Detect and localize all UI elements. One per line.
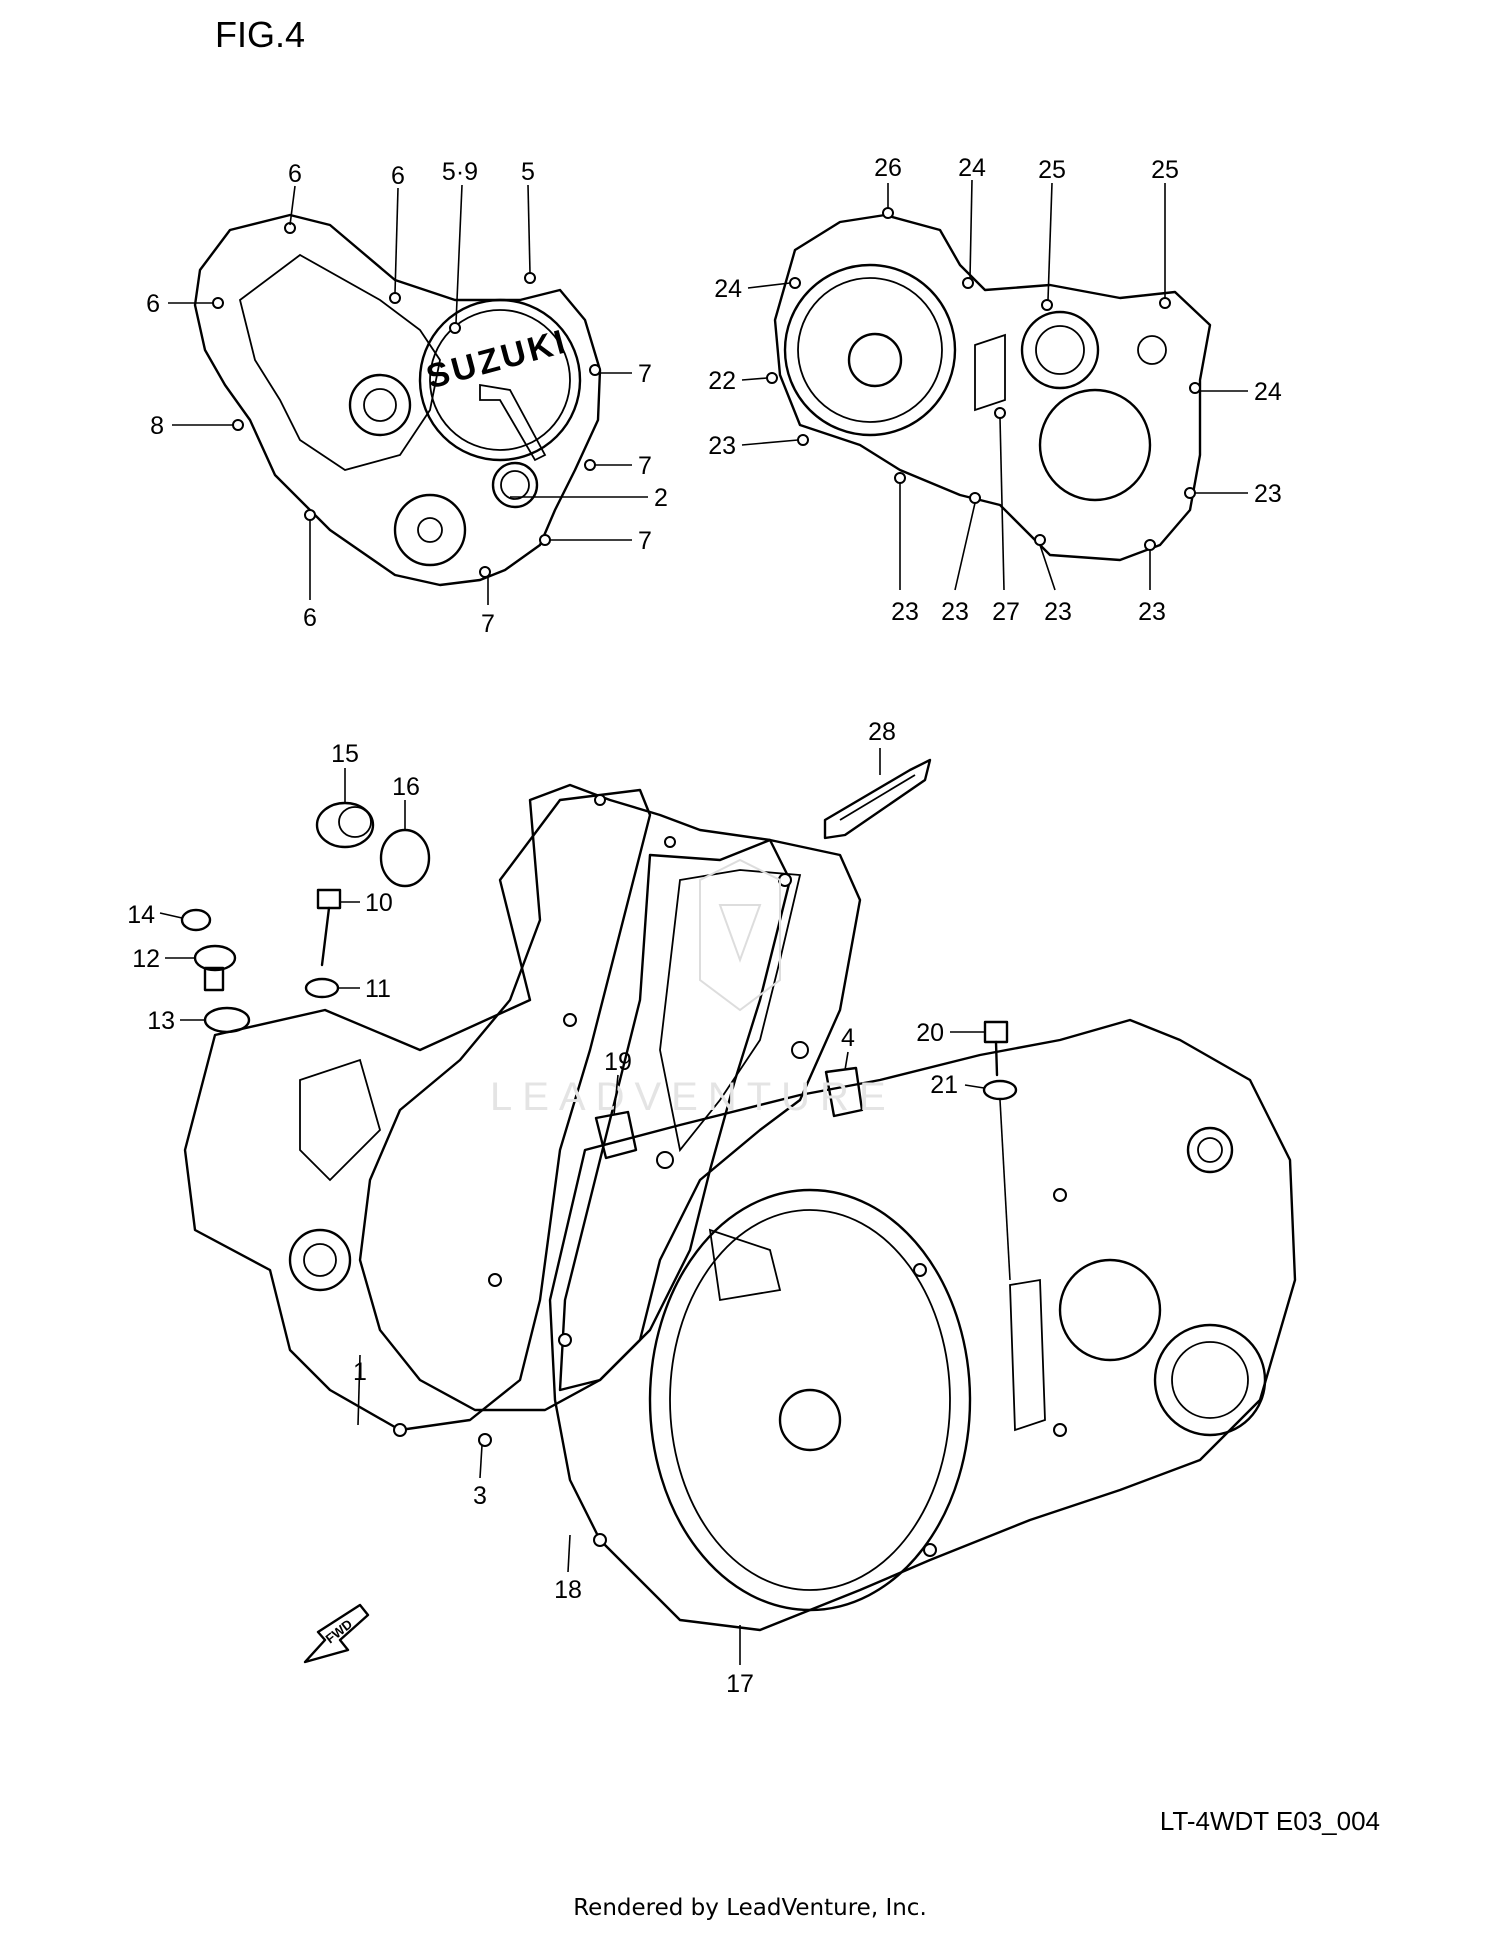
- washer-13: [203, 1006, 251, 1034]
- small-parts: FWD: [180, 758, 1018, 1664]
- callout: 16: [392, 773, 420, 801]
- callout: 1: [353, 1358, 367, 1386]
- washer-11: [304, 977, 340, 999]
- callout: 5: [521, 158, 535, 186]
- callout: 6: [146, 290, 160, 318]
- callout: 20: [916, 1019, 944, 1047]
- callout-labels: 6 6 5·9 5 6 7 8 7 2 7 6 7 26 24 25 25 24…: [127, 154, 1282, 1698]
- svg-text:LEADVENTURE: LEADVENTURE: [490, 1075, 896, 1119]
- right-crankcase-cover: [766, 207, 1212, 562]
- callout: 6: [391, 162, 405, 190]
- o-ring-16: [379, 828, 431, 888]
- callout: 27: [992, 598, 1020, 626]
- fwd-arrow: FWD: [303, 1603, 370, 1664]
- callout: 26: [874, 154, 902, 182]
- callout: 8: [150, 412, 164, 440]
- watermark: LEADVENTURE: [490, 858, 896, 1119]
- callout: 22: [708, 367, 736, 395]
- callout: 14: [127, 901, 155, 929]
- leader-lines: [159, 179, 1248, 1665]
- callout: 11: [365, 975, 391, 1003]
- callout: 23: [1138, 598, 1166, 626]
- callout: 28: [868, 718, 896, 746]
- callout: 4: [841, 1024, 855, 1052]
- callout: 23: [1254, 480, 1282, 508]
- dowel-4: [824, 1066, 864, 1118]
- callout: 24: [714, 275, 742, 303]
- callout: 7: [638, 452, 652, 480]
- callout: 23: [1044, 598, 1072, 626]
- bolt-20: [983, 1020, 1009, 1044]
- callout: 25: [1151, 156, 1179, 184]
- crankcase-assembly: [183, 783, 1297, 1632]
- callout: 3: [473, 1482, 487, 1510]
- callout: 7: [638, 527, 652, 555]
- callout: 25: [1038, 156, 1066, 184]
- callout: 17: [726, 1670, 754, 1698]
- crankcase-left-half: [183, 788, 652, 1432]
- drain-plug-12: [193, 944, 237, 972]
- callout: 6: [303, 604, 317, 632]
- callout: 10: [365, 889, 393, 917]
- callout: 19: [604, 1048, 632, 1076]
- callout: 7: [481, 610, 495, 638]
- plate-28: [823, 758, 932, 840]
- callout: 12: [132, 945, 160, 973]
- callout: 23: [708, 432, 736, 460]
- callout: 24: [1254, 378, 1282, 406]
- callout: 2: [654, 484, 668, 512]
- callout: 24: [958, 154, 986, 182]
- callout: 23: [941, 598, 969, 626]
- bolt-10: [316, 888, 342, 910]
- cap-14: [180, 908, 212, 932]
- callout: 5·9: [442, 158, 478, 186]
- footer-credit: Rendered by LeadVenture, Inc.: [573, 1895, 927, 1921]
- figure-label: FIG.4: [215, 14, 306, 55]
- callout: 13: [147, 1007, 175, 1035]
- washer-21: [982, 1079, 1018, 1101]
- center-gasket: [558, 838, 862, 1392]
- callout: 18: [554, 1576, 582, 1604]
- left-crankcase-cover: SUZUKI: [193, 213, 602, 587]
- callout: 21: [930, 1071, 958, 1099]
- cover-logo: SUZUKI: [422, 322, 571, 396]
- callout: 7: [638, 360, 652, 388]
- callout: 6: [288, 160, 302, 188]
- dowel-19: [594, 1110, 638, 1160]
- callout: 15: [331, 740, 359, 768]
- callout: 23: [891, 598, 919, 626]
- crankcase-right-half: [548, 1018, 1297, 1632]
- diagram-code: LT-4WDT E03_004: [1159, 1806, 1380, 1836]
